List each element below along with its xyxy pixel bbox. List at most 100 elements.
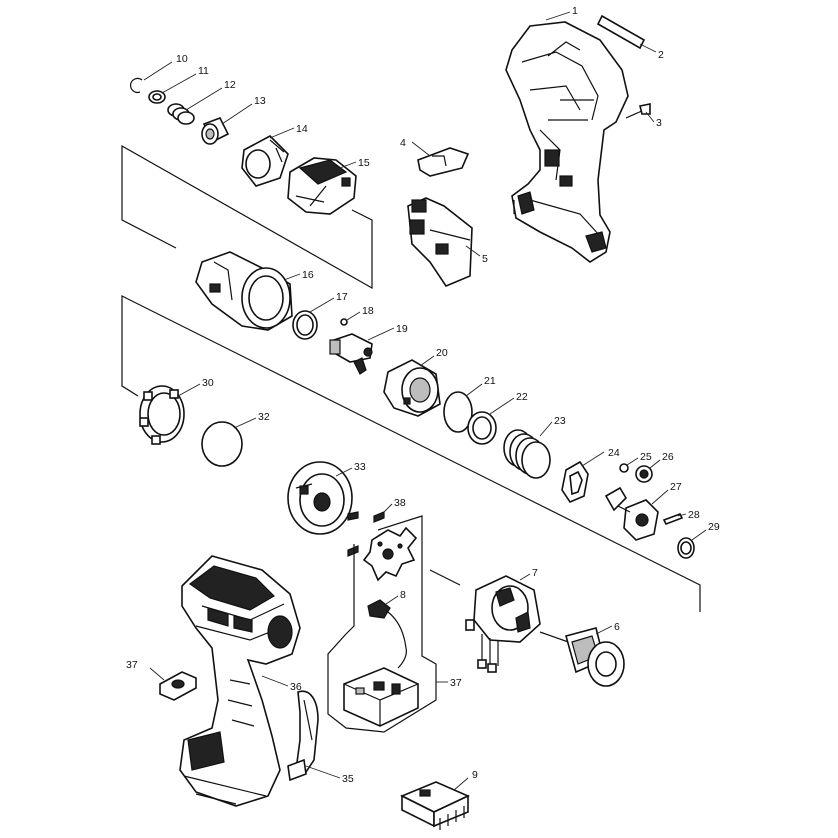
callout-18: 18 — [362, 305, 374, 317]
leader-6 — [595, 625, 613, 635]
leader-23 — [539, 421, 553, 437]
callout-10: 10 — [176, 53, 188, 65]
callout-22: 22 — [516, 391, 528, 403]
callout-9: 9 — [472, 769, 478, 781]
leader-32 — [233, 417, 257, 429]
callout-25: 25 — [640, 451, 652, 463]
housing-part — [505, 21, 629, 263]
stator-part — [465, 575, 541, 673]
retaining-ring-part — [130, 77, 143, 94]
leader-10 — [143, 61, 173, 81]
washer-part — [148, 90, 166, 104]
sleeve-part — [201, 116, 230, 145]
callout-2: 2 — [658, 49, 664, 61]
label-part — [596, 14, 646, 50]
leader-37 — [383, 503, 393, 513]
callout-37: 38 — [394, 497, 406, 509]
leader-33 — [335, 467, 353, 477]
leader-1 — [545, 11, 571, 21]
callout-29: 29 — [708, 521, 720, 533]
callout-20: 20 — [436, 347, 448, 359]
ball-25-part — [619, 463, 629, 473]
flat-washer-part — [467, 411, 497, 445]
callout-33: 33 — [354, 461, 366, 473]
leader-9 — [453, 777, 469, 791]
rotor-part — [539, 627, 625, 687]
spindle-part — [329, 333, 373, 375]
callout-4: 4 — [400, 137, 406, 149]
hammer-case-part — [195, 251, 293, 331]
callout-12: 12 — [224, 79, 236, 91]
leader-14 — [269, 127, 295, 139]
leader-26 — [649, 459, 661, 469]
leader-30 — [177, 383, 201, 397]
leader-4 — [411, 141, 431, 157]
callout-32: 32 — [258, 411, 270, 423]
leader-20 — [419, 355, 435, 367]
leader-28 — [677, 513, 687, 517]
cap-part — [159, 671, 197, 701]
callout-30: 30 — [202, 377, 214, 389]
callout-17: 17 — [336, 291, 348, 303]
pin-part — [662, 512, 684, 526]
o-ring-29-part — [677, 537, 695, 559]
callout-24: 24 — [608, 447, 620, 459]
leader-25 — [626, 457, 639, 466]
leader-35 — [261, 675, 289, 687]
leader-27 — [651, 489, 669, 505]
washer-24-part — [561, 460, 589, 503]
steel-ball-part — [340, 318, 348, 326]
callout-38: 37 — [450, 677, 462, 689]
leader-19 — [367, 327, 395, 341]
leader-12 — [185, 87, 223, 111]
callout-28: 28 — [688, 509, 700, 521]
callout-8: 8 — [400, 589, 406, 601]
callout-14: 14 — [296, 123, 308, 135]
leader-15 — [339, 161, 357, 169]
callout-35: 36 — [290, 681, 302, 693]
leader-11 — [161, 73, 197, 94]
callout-1: 1 — [572, 5, 578, 17]
leader-21 — [465, 383, 483, 397]
gear-housing-part — [287, 461, 353, 535]
callout-27: 27 — [670, 481, 682, 493]
tool-body-part — [179, 555, 301, 807]
callout-21: 21 — [484, 375, 496, 387]
callout-13: 13 — [254, 95, 266, 107]
controller-group-box — [327, 515, 437, 733]
callout-19: 19 — [396, 323, 408, 335]
strap-part — [287, 690, 319, 782]
leader-16 — [283, 273, 301, 281]
callout-6: 6 — [614, 621, 620, 633]
o-ring-32-part — [201, 421, 243, 467]
leader-13 — [221, 103, 253, 125]
callout-16: 16 — [302, 269, 314, 281]
leader-29 — [691, 529, 707, 541]
leader-24 — [581, 451, 605, 467]
hammer-part — [383, 359, 441, 417]
callout-11: 11 — [198, 65, 209, 77]
leader-2 — [639, 43, 657, 53]
sensor-part — [367, 599, 407, 669]
screw-part — [625, 103, 651, 119]
compression-spring-part — [503, 429, 551, 479]
screws-37-part — [347, 511, 385, 557]
leader-3 — [645, 111, 655, 123]
callout-23: 23 — [554, 415, 566, 427]
switch-part — [407, 197, 473, 287]
sensor-plate-part — [362, 526, 418, 582]
bumper-part — [241, 135, 289, 187]
leader-18 — [346, 311, 361, 321]
callout-34: 35 — [342, 773, 354, 785]
callout-3: 3 — [656, 117, 662, 129]
ring-gear-part — [139, 385, 185, 445]
terminal-part — [400, 781, 470, 830]
callout-7: 7 — [532, 567, 538, 579]
callout-26: 26 — [662, 451, 674, 463]
leader-22 — [489, 397, 515, 415]
assembly-frame-lines — [121, 144, 701, 612]
leader-7 — [519, 573, 531, 581]
controller-part — [343, 667, 419, 727]
